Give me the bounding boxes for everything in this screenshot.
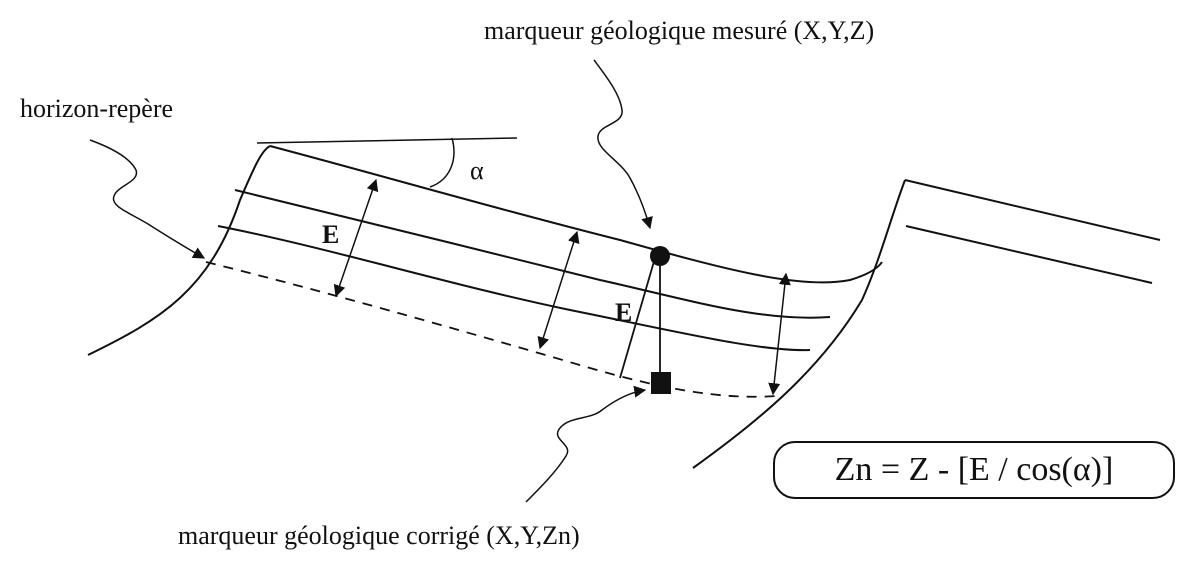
thickness-arrow-3 <box>773 274 786 394</box>
formula-text: Zn = Z - [E / cos(α)] <box>835 451 1114 489</box>
stratum-top-line <box>270 146 882 282</box>
thickness-label-e2: E <box>615 300 632 326</box>
right-stratum-top <box>905 180 1160 240</box>
alpha-label: α <box>470 158 484 184</box>
horizontal-reference-line <box>257 138 517 143</box>
corrected-marker-leader-line <box>526 390 645 502</box>
corrected-marker-square <box>651 372 671 394</box>
alpha-angle-arc <box>430 138 454 187</box>
measured-marker-dot <box>650 246 670 266</box>
left-fault-flank <box>88 146 270 355</box>
reference-horizon-dashed <box>206 262 776 397</box>
horizon-label: horizon-repère <box>20 96 173 122</box>
measured-marker-leader-line <box>594 60 650 228</box>
thickness-arrow-2 <box>540 232 577 348</box>
stratum-line-3 <box>218 226 810 350</box>
measured-marker-label: marqueur géologique mesuré (X,Y,Z) <box>484 18 874 44</box>
horizon-leader-line <box>90 140 204 258</box>
corrected-marker-label: marqueur géologique corrigé (X,Y,Zn) <box>178 523 580 549</box>
right-stratum-lower <box>906 226 1152 283</box>
thickness-label-e1: E <box>322 222 339 248</box>
stratum-line-2 <box>235 190 830 318</box>
thickness-arrow-1 <box>336 180 376 296</box>
formula-box: Zn = Z - [E / cos(α)] <box>773 441 1175 499</box>
right-fault-flank <box>693 180 905 468</box>
